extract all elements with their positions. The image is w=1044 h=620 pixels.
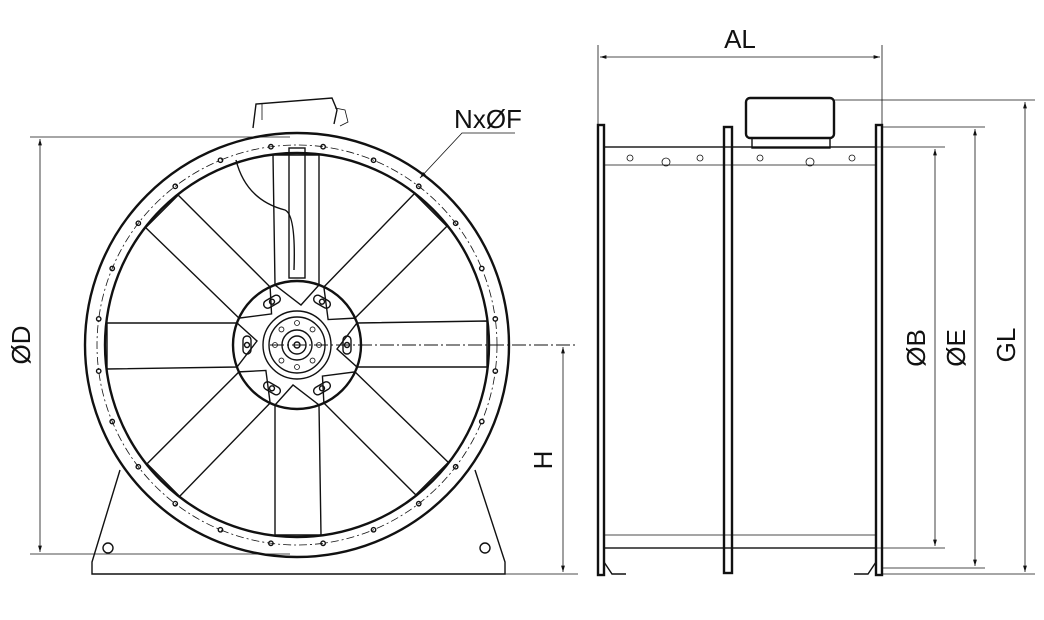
label-od: ØD: [6, 326, 36, 365]
hub-bolts: [242, 294, 352, 396]
hub-bolt-icon: [312, 294, 332, 309]
blade: [323, 192, 448, 321]
front-view: [83, 97, 578, 575]
bolt-head: [268, 385, 276, 392]
base-hole-left: [102, 542, 114, 554]
bolt-head: [243, 341, 251, 349]
bolt-slot: [312, 294, 332, 309]
hub-hole: [278, 326, 285, 333]
dimensions: AL NxØF ØD H ØB ØE GL: [6, 24, 1035, 575]
blade: [272, 154, 320, 306]
label-h: H: [528, 451, 558, 470]
bolt-icon: [95, 368, 102, 375]
hub-bolt-icon: [262, 381, 282, 396]
bolt-head: [268, 298, 276, 305]
bolt-icon: [109, 265, 116, 272]
hub-hole: [294, 320, 300, 326]
bolt-icon: [135, 220, 142, 227]
bolt-icon: [217, 526, 224, 533]
mounting-base: [91, 469, 506, 575]
bolt-slot: [312, 381, 332, 396]
hub-bolt-icon: [312, 381, 332, 396]
bolt-icon: [320, 540, 327, 547]
blade: [144, 194, 273, 319]
bolt-icon: [135, 463, 142, 470]
casing-body: [603, 146, 877, 549]
flange-right: [874, 123, 884, 577]
hub-hole: [309, 326, 316, 333]
label-gl: GL: [991, 328, 1021, 363]
motor-strut: [288, 147, 306, 279]
blade: [321, 371, 450, 496]
bolt-head: [318, 385, 326, 392]
bolt-icon: [415, 183, 422, 190]
bolt-icon: [452, 463, 459, 470]
bolt-slot: [242, 335, 252, 355]
label-ob: ØB: [901, 329, 931, 367]
blade: [146, 369, 271, 498]
leader-nxof: [419, 132, 515, 179]
foot-right: [854, 561, 877, 575]
bolt-icon: [452, 220, 459, 227]
bolt-icon: [370, 526, 377, 533]
bolt-head: [318, 298, 326, 305]
bolt-icon: [172, 183, 179, 190]
flange-bolts: [95, 143, 499, 547]
flange-left: [596, 123, 606, 577]
hub-hole: [309, 357, 316, 364]
side-view: [596, 96, 884, 577]
bolt-icon: [217, 157, 224, 164]
bolt-slot: [262, 381, 282, 396]
bolt-icon: [415, 500, 422, 507]
blade: [274, 384, 322, 536]
label-nxof: NxØF: [454, 104, 522, 134]
label-al: AL: [724, 24, 756, 54]
foot-left: [603, 561, 626, 575]
bolt-icon: [95, 315, 102, 322]
bolt-slot: [262, 294, 282, 309]
bolt-icon: [320, 143, 327, 150]
terminal-box: [252, 97, 338, 129]
label-oe: ØE: [941, 329, 971, 367]
hub-bolt-icon: [242, 335, 252, 355]
base-hole-right: [479, 542, 491, 554]
hub-hole: [294, 364, 300, 370]
flange-middle: [722, 125, 734, 575]
bolt-icon: [109, 418, 116, 425]
bolt-icon: [492, 315, 499, 322]
bolt-icon: [478, 265, 485, 272]
blade: [106, 322, 258, 370]
bolt-icon: [478, 418, 485, 425]
terminal-box-side: [744, 96, 836, 140]
hub-hole: [278, 357, 285, 364]
fan-blades: [106, 154, 488, 536]
bolt-icon: [492, 368, 499, 375]
inner-ring: [103, 151, 491, 539]
bolt-icon: [267, 540, 274, 547]
cable: [235, 159, 295, 271]
bolt-icon: [370, 157, 377, 164]
hub-bolt-icon: [262, 294, 282, 309]
bolt-icon: [172, 500, 179, 507]
bolt-icon: [267, 143, 274, 150]
